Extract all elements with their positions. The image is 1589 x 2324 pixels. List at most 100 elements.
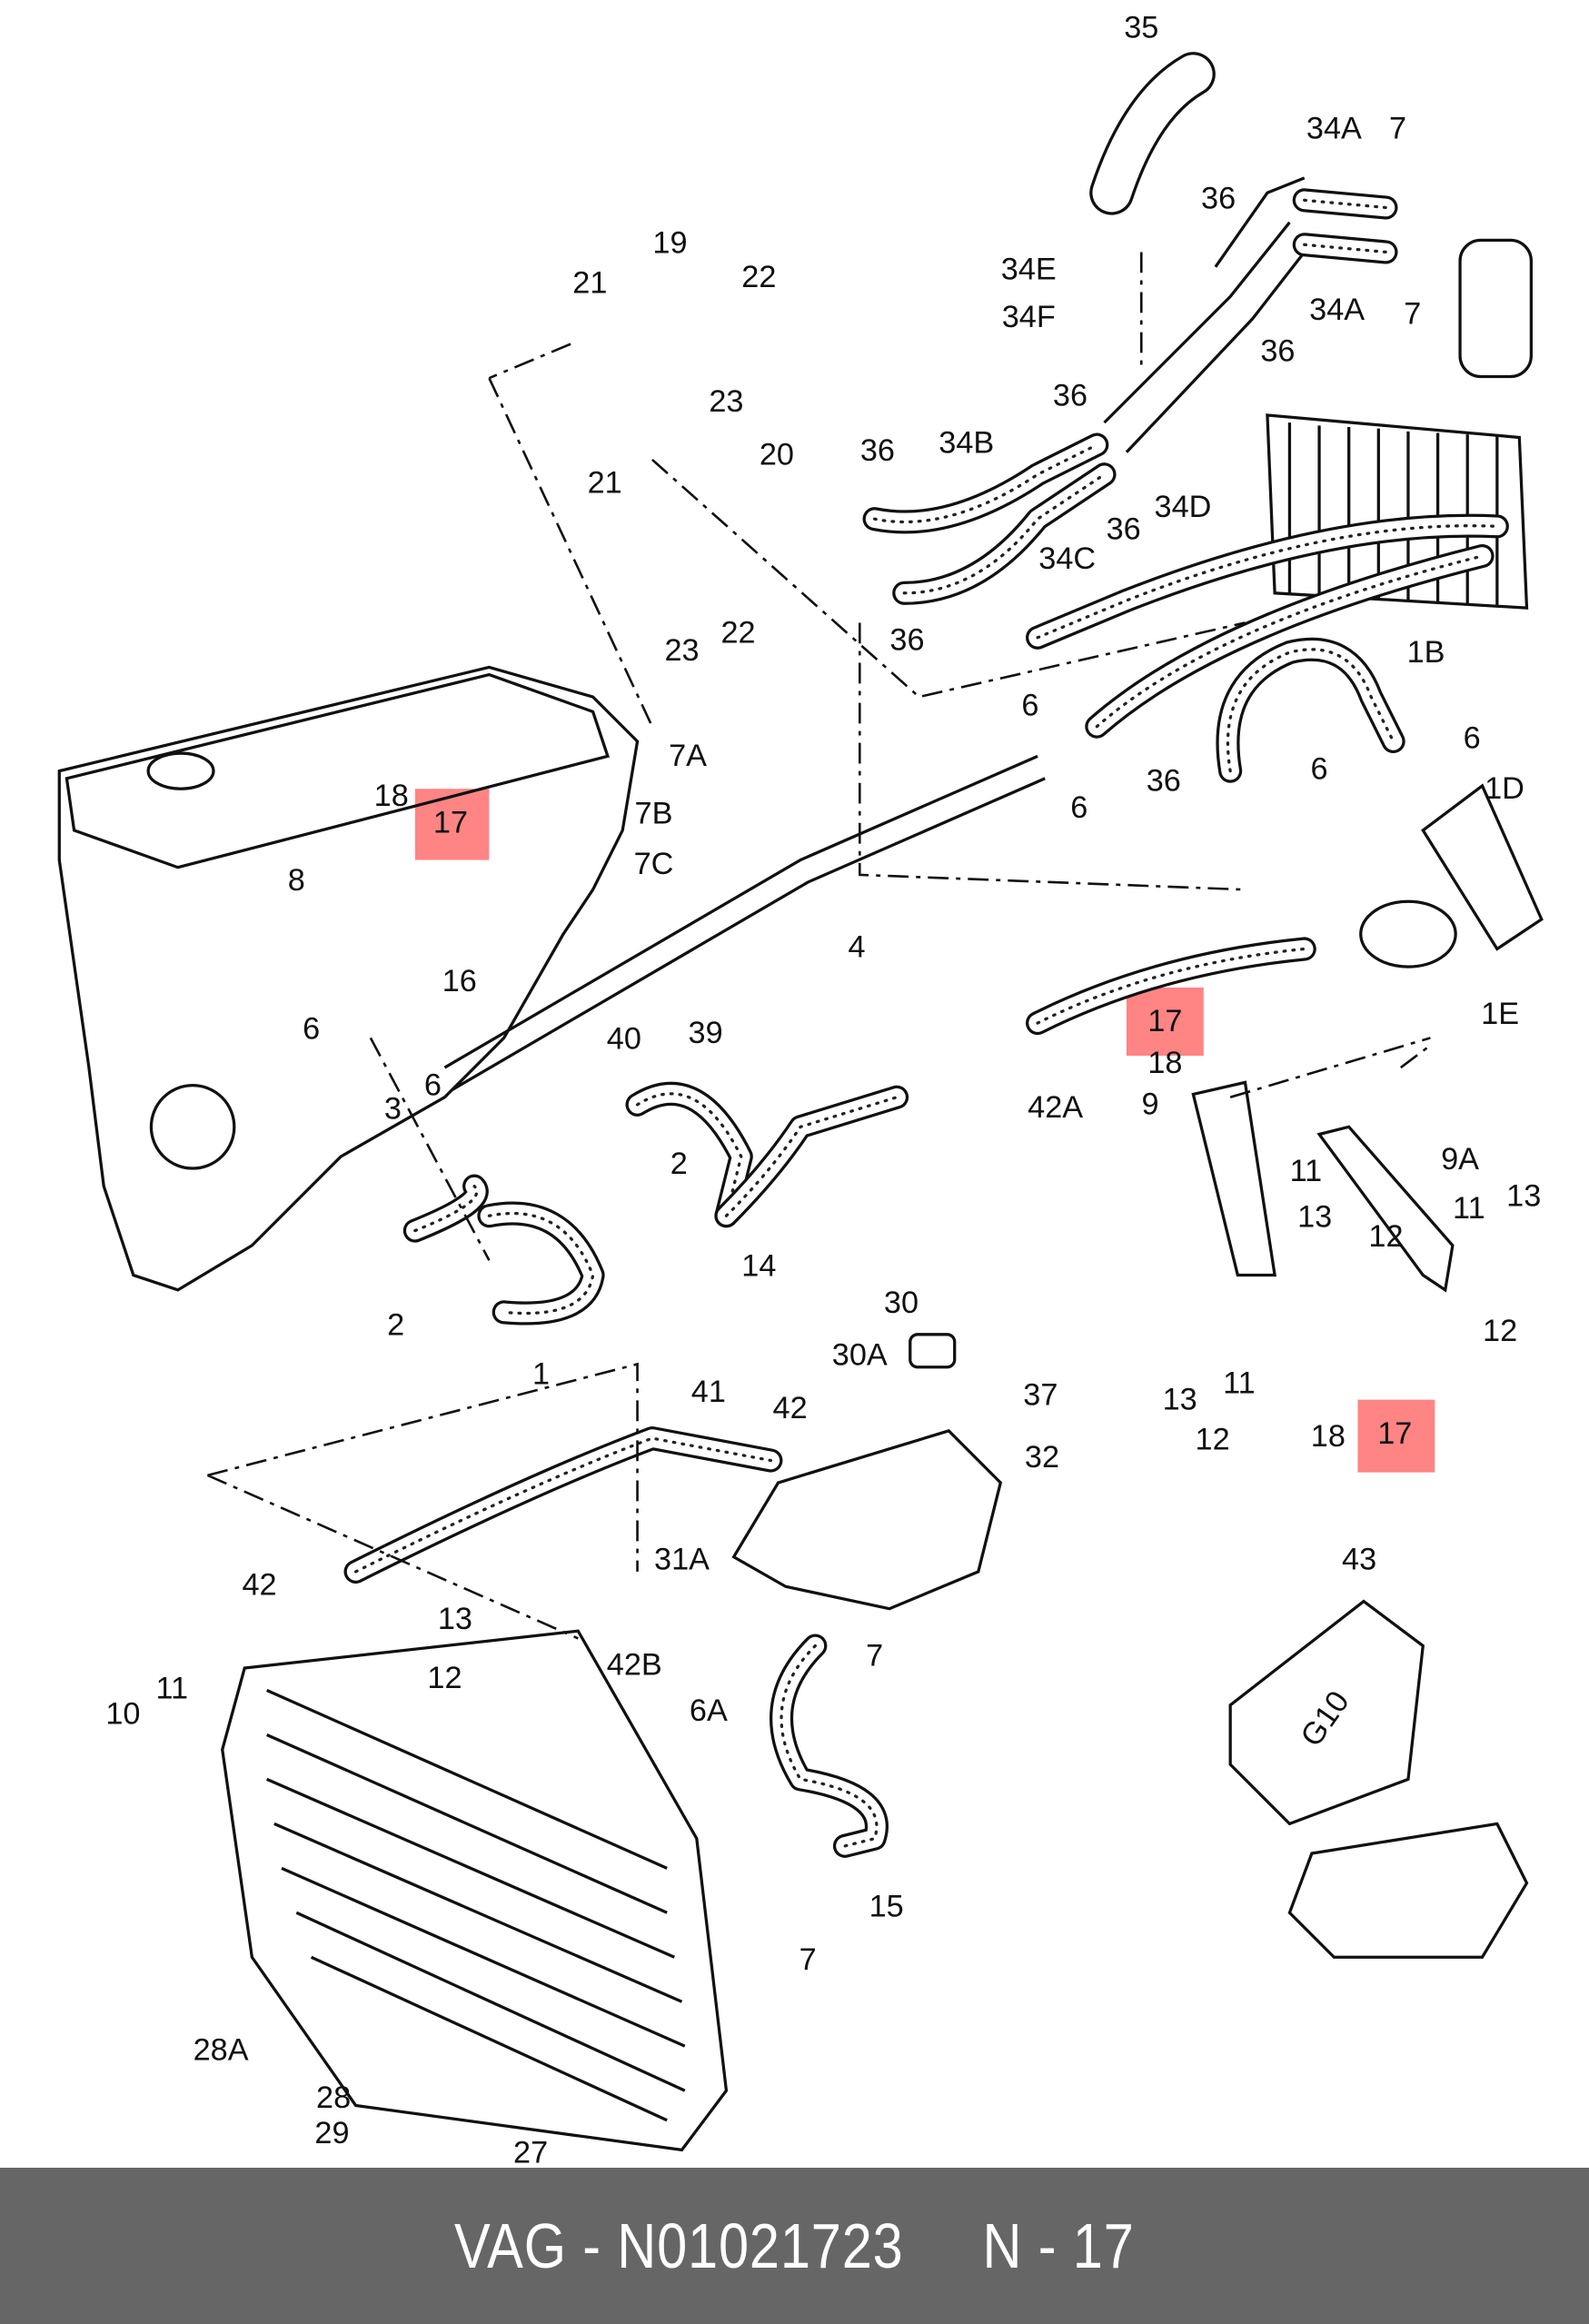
heater-core xyxy=(1266,413,1529,610)
callout-label-17: 17 xyxy=(1377,1416,1412,1451)
callout-label-15: 15 xyxy=(869,1889,904,1923)
callout-label-21: 21 xyxy=(588,466,622,501)
callout-label-28: 28 xyxy=(316,2081,351,2115)
flange-1e xyxy=(1359,899,1457,968)
callout-label-31a: 31A xyxy=(654,1543,710,1577)
callout-label-42b: 42B xyxy=(607,1647,662,1682)
callout-label-6a: 6A xyxy=(690,1693,728,1728)
callout-label-11: 11 xyxy=(1290,1154,1323,1188)
callout-label-17: 17 xyxy=(433,805,468,839)
callout-label-36: 36 xyxy=(1053,378,1087,412)
callout-label-13: 13 xyxy=(438,1602,472,1636)
callout-label-7: 7 xyxy=(1404,297,1421,332)
callout-label-13: 13 xyxy=(1163,1382,1197,1416)
callout-label-34c: 34C xyxy=(1038,541,1096,576)
engine-pulley xyxy=(149,1084,236,1170)
callout-label-6: 6 xyxy=(424,1068,442,1102)
callout-label-41: 41 xyxy=(691,1375,726,1409)
coolant-hose xyxy=(902,472,1107,595)
callout-label-34e: 34E xyxy=(1001,253,1057,287)
callout-label-42: 42 xyxy=(242,1567,276,1602)
callout-label-19: 19 xyxy=(652,225,687,260)
callout-label-30: 30 xyxy=(884,1286,919,1320)
callout-label-2: 2 xyxy=(670,1147,688,1181)
radiator-fins xyxy=(266,1689,686,2122)
callout-label-20: 20 xyxy=(760,438,794,472)
callout-label-22: 22 xyxy=(741,260,776,294)
callout-label-35: 35 xyxy=(1124,11,1158,45)
heater-pipes xyxy=(1103,176,1306,453)
bracket-9 xyxy=(1191,1080,1277,1277)
callout-label-7b: 7B xyxy=(635,797,673,831)
coolant-hose xyxy=(1295,191,1395,217)
coolant-hose xyxy=(1218,641,1403,780)
coolant-pipe-4 xyxy=(443,754,1046,1091)
callout-label-32: 32 xyxy=(1025,1440,1059,1475)
callout-label-36: 36 xyxy=(860,433,895,468)
callout-label-36: 36 xyxy=(1260,333,1295,368)
tank-with-canister xyxy=(1287,1822,1529,1959)
assembly-line xyxy=(206,252,1432,1640)
callout-label-12: 12 xyxy=(1196,1422,1230,1456)
callout-label-23: 23 xyxy=(709,384,743,419)
callout-label-28a: 28A xyxy=(194,2033,249,2068)
callout-label-13: 13 xyxy=(1297,1200,1332,1235)
callout-label-36: 36 xyxy=(1107,511,1141,546)
heater-flange xyxy=(1458,238,1534,379)
canister-marking: G10 xyxy=(1294,1685,1356,1753)
callout-label-42a: 42A xyxy=(1028,1090,1083,1125)
callout-label-34f: 34F xyxy=(1002,300,1056,334)
callout-label-34b: 34B xyxy=(939,426,994,461)
expansion-tank-cap xyxy=(909,1333,957,1369)
bracket-9a xyxy=(1316,1125,1455,1293)
callout-label-39: 39 xyxy=(689,1016,723,1050)
callout-label-1: 1 xyxy=(532,1357,550,1392)
callout-label-6: 6 xyxy=(1464,720,1481,755)
callout-label-3: 3 xyxy=(384,1091,402,1126)
callout-label-17: 17 xyxy=(1147,1004,1182,1038)
coolant-additive-canister xyxy=(1228,1599,1425,1826)
coolant-hoses xyxy=(343,188,1509,1858)
callout-label-1b: 1B xyxy=(1407,635,1445,670)
highlight-part-17-engine xyxy=(414,789,490,860)
coolant-hose xyxy=(780,1644,879,1848)
coolant-hose xyxy=(480,1204,602,1323)
callout-label-9a: 9A xyxy=(1441,1142,1479,1177)
callout-label-6: 6 xyxy=(303,1011,320,1046)
callout-label-18: 18 xyxy=(1147,1046,1182,1080)
coolant-hose xyxy=(635,1092,743,1217)
highlight-boxes xyxy=(414,789,1435,1473)
engine-block xyxy=(57,665,640,1292)
coolant-hose xyxy=(1095,554,1485,729)
callout-label-7: 7 xyxy=(866,1639,883,1673)
coolant-hose xyxy=(724,1096,899,1217)
callout-label-30a: 30A xyxy=(832,1337,888,1372)
coolant-hose xyxy=(1036,524,1499,640)
callout-label-36: 36 xyxy=(889,623,924,658)
callout-label-12: 12 xyxy=(1368,1219,1403,1254)
callout-label-6: 6 xyxy=(1311,752,1328,787)
callout-label-7: 7 xyxy=(1389,112,1406,146)
callout-label-6: 6 xyxy=(1070,790,1087,825)
coolant-hose xyxy=(1295,235,1395,262)
part-drawings: G10 xyxy=(57,52,1544,2152)
coolant-pipe-1d xyxy=(1421,783,1544,951)
expansion-tank xyxy=(731,1429,1003,1611)
callout-label-43: 43 xyxy=(1342,1543,1376,1577)
callout-label-36: 36 xyxy=(1201,181,1236,215)
footer-bar: VAG - N01021723 N - 17 xyxy=(0,2168,1589,2324)
callout-label-34a: 34A xyxy=(1306,112,1362,146)
callout-label-11: 11 xyxy=(155,1672,188,1706)
callout-label-11: 11 xyxy=(1453,1191,1485,1226)
coolant-hose xyxy=(872,442,1098,524)
callout-label-1e: 1E xyxy=(1481,997,1519,1031)
callout-label-18: 18 xyxy=(1311,1419,1346,1454)
highlight-part-17-bracket-bottom xyxy=(1357,1399,1435,1473)
callout-label-42: 42 xyxy=(773,1391,808,1425)
callout-label-10: 10 xyxy=(105,1696,140,1731)
coolant-hose xyxy=(1036,947,1306,1025)
callout-label-13: 13 xyxy=(1506,1179,1541,1214)
valve-cover xyxy=(65,672,611,869)
